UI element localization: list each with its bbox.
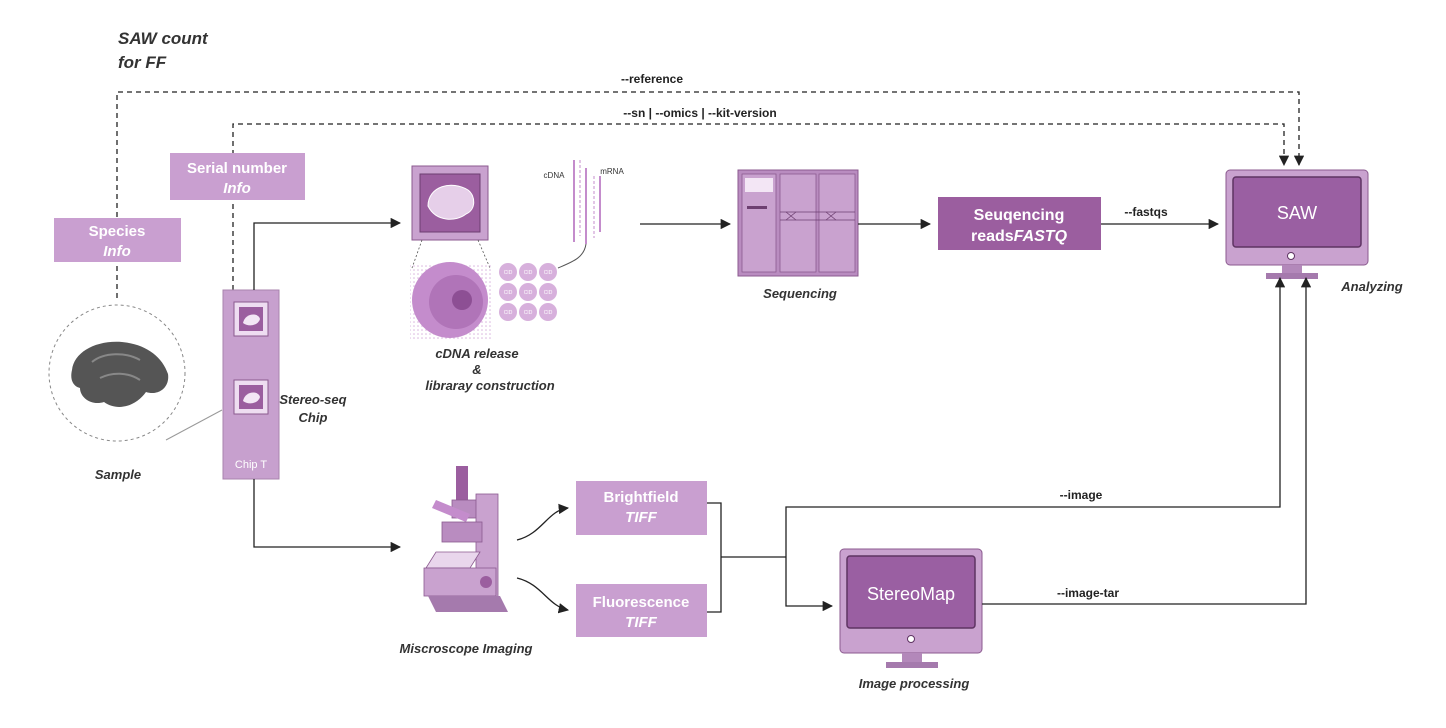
sample-icon xyxy=(48,304,223,442)
serial-number-line2: Info xyxy=(223,180,251,197)
brightfield-line1: Brightfield xyxy=(604,489,679,506)
sn-omics-kit-label: --sn | --omics | --kit-version xyxy=(623,106,776,120)
chip-caption-line2: Chip xyxy=(299,410,328,425)
bead-label: CID xyxy=(524,310,533,316)
fastqs-label: --fastqs xyxy=(1124,205,1168,219)
microscope-to-brightfield-arrow xyxy=(516,503,570,541)
cdna-caption-line1: cDNA release xyxy=(435,346,518,361)
serial-number-line1: Serial number xyxy=(187,160,287,177)
cdna-caption-line3: libraray construction xyxy=(425,378,554,393)
image-label: --image xyxy=(1060,488,1103,502)
cdna-strands xyxy=(573,160,601,244)
microscope-caption: Miscroscope Imaging xyxy=(400,641,533,656)
bead-label: CID xyxy=(524,270,533,276)
chip-to-microscope-arrow xyxy=(253,479,402,553)
images-merge-connector xyxy=(707,276,1286,613)
chip-caption-line1: Stereo-seq xyxy=(279,392,346,407)
cdna-caption-line2: & xyxy=(472,362,481,377)
stereomap-monitor: StereoMap xyxy=(839,548,983,668)
image-processing-caption: Image processing xyxy=(859,676,970,691)
diagram-title-line2: for FF xyxy=(118,53,167,72)
brightfield-box: Brightfield TIFF xyxy=(576,481,707,535)
reads-prefix: reads xyxy=(971,228,1014,245)
stereo-seq-chip: Chip T xyxy=(222,289,280,480)
image-tar-label: --image-tar xyxy=(1057,586,1119,600)
sequencer-icon xyxy=(737,169,859,277)
reference-connector xyxy=(116,91,1305,298)
microscope-icon xyxy=(423,466,508,612)
reference-label: --reference xyxy=(621,72,683,86)
saw-screen-label: SAW xyxy=(1277,203,1317,223)
bead-label: CID xyxy=(544,270,553,276)
sequencing-reads-line2: readsFASTQ xyxy=(971,228,1068,245)
serial-number-box: Serial number Info xyxy=(170,153,305,200)
bead-label: CID xyxy=(544,310,553,316)
serial-connector xyxy=(232,123,1290,290)
sequencing-reads-line1: Seuqencing xyxy=(974,207,1065,224)
chip-to-cdna-arrow xyxy=(253,217,402,290)
image-tar-arrow xyxy=(982,276,1312,605)
species-box: Species Info xyxy=(54,218,181,262)
species-line2: Info xyxy=(103,243,131,260)
fluorescence-line2: TIFF xyxy=(625,614,657,631)
bead-label: CID xyxy=(504,270,513,276)
sequencing-caption: Sequencing xyxy=(763,286,837,301)
microscope-to-fluorescence-arrow xyxy=(516,577,570,614)
barcode-beads: CID CID CID CID CID CID CID CID CID xyxy=(499,263,557,321)
sample-caption: Sample xyxy=(95,467,141,482)
mrna-label: mRNA xyxy=(600,167,624,176)
fluorescence-box: Fluorescence TIFF xyxy=(576,584,707,637)
fastq-text: FASTQ xyxy=(1014,228,1068,245)
bead-label: CID xyxy=(504,290,513,296)
stereomap-screen-label: StereoMap xyxy=(867,584,955,604)
saw-monitor: SAW xyxy=(1225,169,1369,279)
brightfield-line2: TIFF xyxy=(625,509,657,526)
sequencing-reads-box: Seuqencing readsFASTQ xyxy=(938,197,1101,250)
chip-label: Chip T xyxy=(235,459,267,471)
bead-label: CID xyxy=(524,290,533,296)
diagram-title-line1: SAW count xyxy=(118,29,209,48)
cdna-label: cDNA xyxy=(544,171,566,180)
analyzing-caption: Analyzing xyxy=(1340,279,1402,294)
fluorescence-line1: Fluorescence xyxy=(593,594,690,611)
bead-label: CID xyxy=(544,290,553,296)
bead-label: CID xyxy=(504,310,513,316)
cdna-release-illustration: CID CID CID CID CID CID CID CID CID cDNA… xyxy=(410,160,624,340)
species-line1: Species xyxy=(89,223,146,240)
